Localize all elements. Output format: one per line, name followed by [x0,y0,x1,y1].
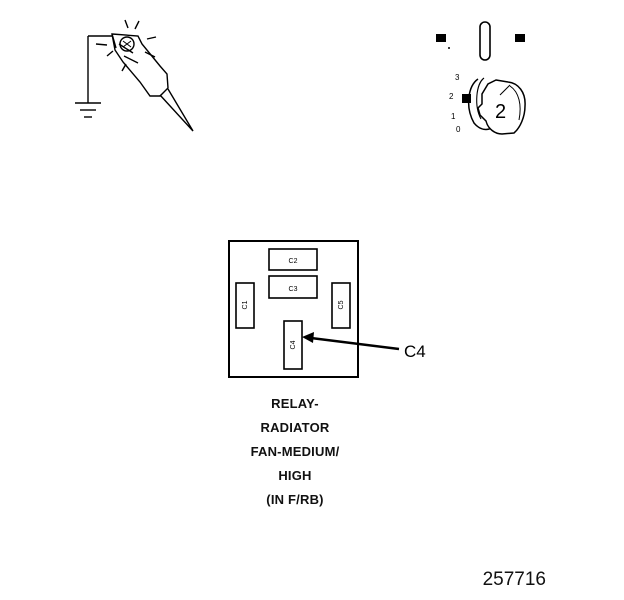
relay-caption-line-5: (IN F/RB) [266,492,324,507]
relay-caption-line-1: RELAY- [271,396,319,411]
relay-connector: C2 C3 C1 C5 C4 C4 [228,240,426,378]
cavity-c2: C2 [268,248,318,271]
relay-caption-line-4: HIGH [278,468,312,483]
ignition-switch-icon: 3 2 1 0 2 [436,21,526,135]
callout-arrow-icon [302,332,400,351]
cavity-c5: C5 [331,282,351,329]
position-indicator-icon [462,94,471,103]
figure-number: 257716 [482,569,546,590]
cavity-c3-label: C3 [289,286,298,293]
cavity-c2-label: C2 [289,258,298,265]
relay-caption-line-3: FAN-MEDIUM/ [250,444,340,459]
switch-position-0: 0 [456,125,461,134]
cavity-c1: C1 [235,282,255,329]
switch-position-2: 2 [449,92,454,101]
switch-position-1: 1 [451,112,456,121]
cavity-c5-label: C5 [338,300,345,309]
test-light-icon [75,19,194,132]
callout-label: C4 [404,342,426,361]
ground-symbol-icon [75,35,112,118]
switch-position-3: 3 [455,73,460,82]
cavity-c3: C3 [268,275,318,299]
cavity-c4: C4 [283,320,303,370]
relay-caption-line-2: RADIATOR [260,420,330,435]
cavity-c4-label: C4 [290,340,297,349]
cavity-c1-label: C1 [242,300,249,309]
key-number: 2 [495,101,506,123]
